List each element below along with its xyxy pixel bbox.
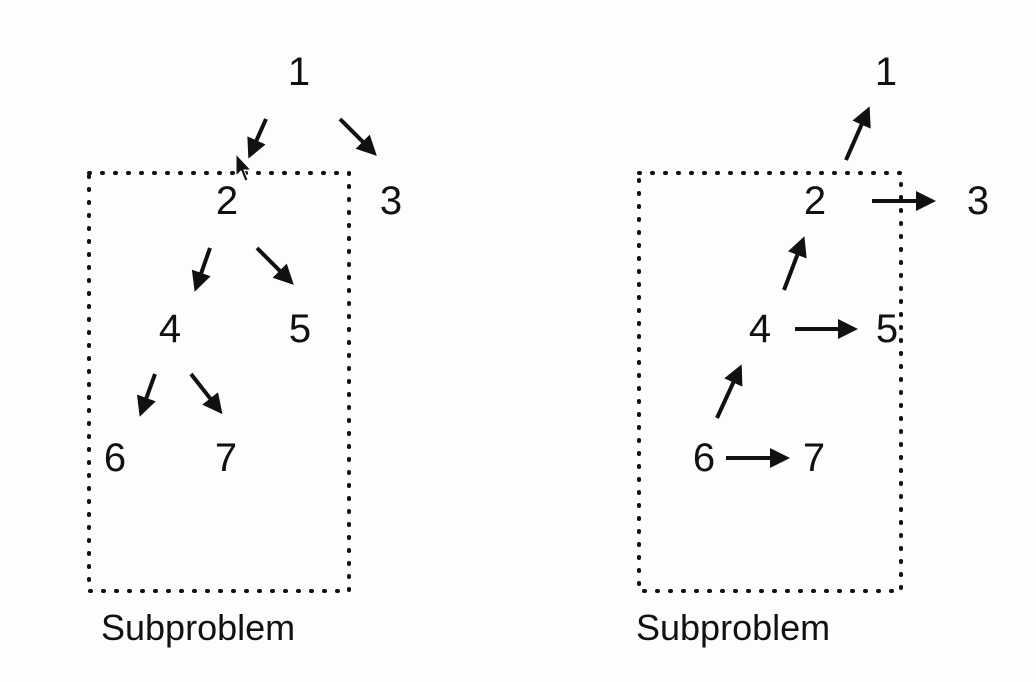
left-node-5: 5 (288, 307, 312, 351)
right-subproblem-box (637, 171, 903, 593)
left-node-3: 3 (379, 179, 403, 223)
left-node-6: 6 (103, 436, 127, 480)
left-arrow-4-to-7 (189, 372, 223, 415)
right-arrow-4-to-2 (782, 236, 807, 291)
left-arrow-1-to-2 (247, 118, 268, 159)
left-node-1: 1 (287, 50, 311, 94)
right-arrow-2-to-1 (844, 106, 871, 161)
left-arrow-2-to-4 (191, 247, 212, 292)
left-arrow-2-to-5 (255, 246, 294, 285)
right-node-7: 7 (802, 436, 826, 480)
right-node-4: 4 (748, 307, 772, 351)
left-subproblem-box (87, 171, 351, 593)
left-arrow-1-to-3 (338, 117, 377, 156)
right-node-2: 2 (803, 179, 827, 223)
left-node-7: 7 (214, 436, 238, 480)
right-node-6: 6 (692, 436, 716, 480)
right-node-5: 5 (875, 307, 899, 351)
left-node-2: 2 (215, 179, 239, 223)
right-node-3: 3 (966, 179, 990, 223)
mouse-cursor-icon (235, 152, 253, 182)
right-node-1: 1 (874, 50, 898, 94)
left-arrow-4-to-6 (136, 373, 157, 417)
right-arrow-6-to-4 (715, 364, 743, 419)
right-subproblem-caption: Subproblem (636, 607, 831, 648)
left-node-4: 4 (158, 307, 182, 351)
left-subproblem-caption: Subproblem (101, 607, 296, 648)
